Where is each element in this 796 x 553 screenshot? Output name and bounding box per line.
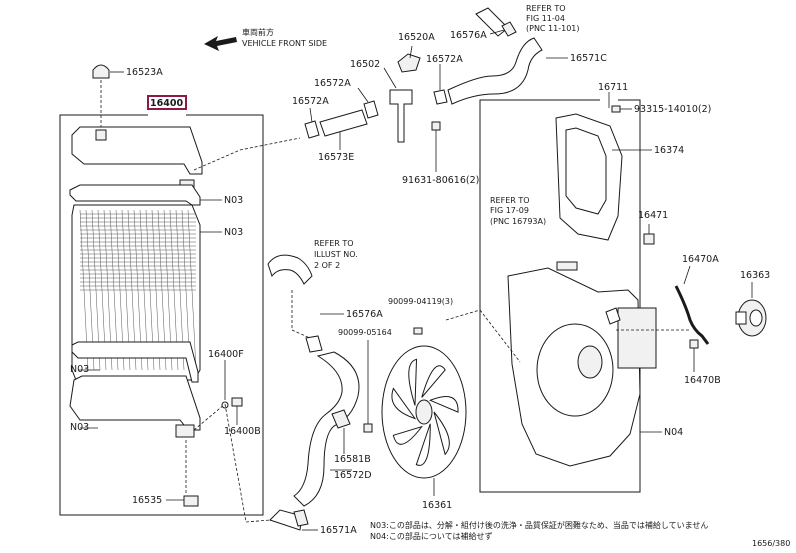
- ref-top-line2[interactable]: FIG 11-04: [526, 14, 565, 23]
- callout-n04[interactable]: N04: [664, 427, 683, 438]
- callout-16400f[interactable]: 16400F: [208, 349, 244, 360]
- hose-end-16571a[interactable]: [269, 509, 318, 531]
- callout-16576a-mid[interactable]: 16576A: [346, 309, 383, 320]
- fan-blade: [415, 423, 431, 466]
- ref-mid-line2[interactable]: ILLUST NO.: [314, 250, 358, 259]
- radiator-assembly-frame: [59, 95, 264, 516]
- gasket-lower: [71, 341, 199, 383]
- screw-90099-b[interactable]: [363, 340, 373, 433]
- fan-blade: [391, 387, 417, 420]
- fan-blade: [392, 425, 424, 445]
- cushion-16535[interactable]: [166, 495, 199, 507]
- ref-right-line2[interactable]: FIG 17-09: [490, 206, 529, 215]
- radiator-cap-16523a[interactable]: [92, 64, 124, 130]
- callout-16576a-top[interactable]: 16576A: [450, 30, 487, 41]
- bolt-93315[interactable]: [611, 105, 632, 113]
- callout-16572a-b[interactable]: 16572A: [314, 78, 351, 89]
- callout-16571c[interactable]: 16571C: [570, 53, 607, 64]
- callout-16400[interactable]: 16400: [150, 98, 183, 109]
- drain-parts[interactable]: [221, 360, 243, 425]
- ref-top-line1: REFER TO: [526, 4, 566, 13]
- callout-n03-d[interactable]: N03: [70, 422, 89, 433]
- callout-91631[interactable]: 91631-80616(2): [402, 175, 479, 186]
- ref-mid-line1: REFER TO: [314, 239, 354, 248]
- callout-16572a-c[interactable]: 16572A: [426, 54, 463, 65]
- clamp-16470b[interactable]: [689, 339, 699, 372]
- arrow-label-en: VEHICLE FRONT SIDE: [242, 39, 327, 48]
- callout-16535[interactable]: 16535: [132, 495, 162, 506]
- cooling-fan-16361[interactable]: [381, 345, 467, 496]
- ref-mid-line3: 2 OF 2: [314, 261, 340, 270]
- clamp-16581b[interactable]: [331, 409, 351, 454]
- hose-end-16576a-mid[interactable]: [305, 313, 344, 353]
- lower-hose-16572d[interactable]: [293, 351, 360, 507]
- callout-93315[interactable]: 93315-14010(2): [634, 104, 711, 115]
- callout-16520a[interactable]: 16520A: [398, 32, 435, 43]
- callout-16470b[interactable]: 16470B: [684, 375, 721, 386]
- callout-n03-b[interactable]: N03: [224, 227, 243, 238]
- callout-16363[interactable]: 16363: [740, 270, 770, 281]
- callout-16573e[interactable]: 16573E: [318, 152, 354, 163]
- callout-16502[interactable]: 16502: [350, 59, 380, 70]
- callout-16581b[interactable]: 16581B: [334, 454, 371, 465]
- gasket-upper: [69, 184, 222, 206]
- callout-16471[interactable]: 16471: [638, 210, 668, 221]
- ref-top-line3: (PNC 11-101): [526, 24, 580, 33]
- vehicle-front-arrow-icon: [204, 36, 237, 51]
- radiator-lower-tank: [69, 375, 226, 493]
- callout-16711[interactable]: 16711: [598, 82, 628, 93]
- ref-right-line3: (PNC 16793A): [490, 217, 546, 226]
- callout-16523a[interactable]: 16523A: [126, 67, 163, 78]
- arrow-label-jp: 車両前方: [242, 27, 274, 37]
- callout-n03-c[interactable]: N03: [70, 364, 89, 375]
- callout-16572a-a[interactable]: 16572A: [292, 96, 329, 107]
- footnote-n04: N04:この部品については補給せず: [370, 531, 492, 541]
- callout-16374[interactable]: 16374: [654, 145, 684, 156]
- upper-hose-group[interactable]: [304, 7, 568, 172]
- fan-blade: [428, 396, 459, 413]
- fan-shroud-frame: [479, 92, 641, 493]
- callout-n03-a[interactable]: N03: [224, 195, 243, 206]
- callout-90099-a[interactable]: 90099-04119(3): [388, 297, 453, 306]
- callout-16361[interactable]: 16361: [422, 500, 452, 511]
- callout-16571a[interactable]: 16571A: [320, 525, 357, 536]
- radiator-upper-tank: [71, 126, 301, 191]
- lower-outlet-pipe: [267, 254, 313, 339]
- footnote-n03: N03:この部品は、分解・組付け後の洗浄・品質保証が困難なため、当品では補給して…: [370, 520, 708, 530]
- callout-16470a[interactable]: 16470A: [682, 254, 719, 265]
- screw-90099-a[interactable]: [413, 327, 423, 335]
- fan-blade: [433, 411, 450, 456]
- upper-shroud-16374[interactable]: [555, 113, 652, 271]
- clip-16471[interactable]: [643, 224, 655, 245]
- overflow-hose-16470a[interactable]: [674, 265, 710, 345]
- ref-right-line1: REFER TO: [490, 196, 530, 205]
- callout-16572d[interactable]: 16572D: [334, 470, 372, 481]
- fan-shroud-main: [507, 267, 662, 467]
- callout-90099-b[interactable]: 90099-05164: [338, 328, 392, 337]
- fan-motor-16363[interactable]: [735, 282, 767, 337]
- callout-16400b[interactable]: 16400B: [224, 426, 261, 437]
- fan-blade: [408, 358, 418, 406]
- highlight-box: [147, 95, 187, 110]
- fan-blade: [421, 365, 446, 398]
- diagram-code: 1656/380: [752, 539, 790, 548]
